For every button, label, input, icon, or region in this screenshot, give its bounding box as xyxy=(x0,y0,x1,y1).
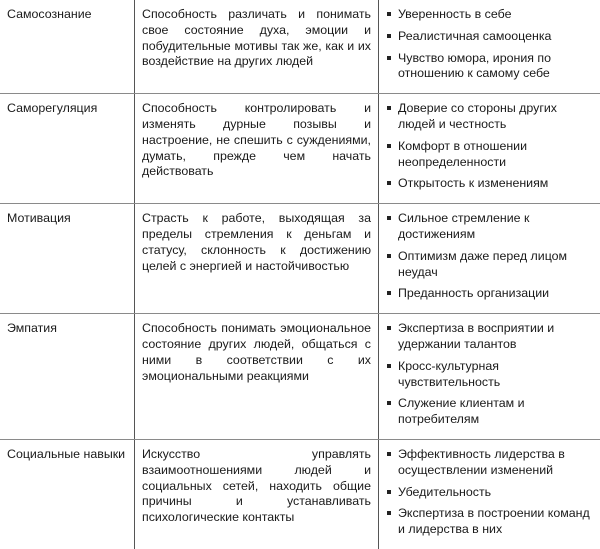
component-description: Способность контролировать и изменять ду… xyxy=(135,94,379,204)
component-name: Саморегуляция xyxy=(0,94,135,204)
trait-item: Экспертиза в построении команд и лидерст… xyxy=(386,506,596,538)
trait-item: Уверенность в себе xyxy=(386,7,596,23)
trait-item: Открытость к изменениям xyxy=(386,176,596,192)
traits-list: Сильное стремление к достижениям Оптимиз… xyxy=(386,211,596,302)
table-row: Мотивация Страсть к работе, выходящая за… xyxy=(0,204,600,314)
component-traits: Уверенность в себе Реалистичная самооцен… xyxy=(379,0,600,94)
component-name: Эмпатия xyxy=(0,314,135,440)
table-row: Социальные навыки Искусство управлять вз… xyxy=(0,439,600,548)
component-traits: Экспертиза в восприятии и удержании тала… xyxy=(379,314,600,440)
traits-list: Доверие со стороны других людей и честно… xyxy=(386,101,596,192)
trait-item: Комфорт в отношении неопределенности xyxy=(386,139,596,171)
trait-item: Преданность организации xyxy=(386,286,596,302)
component-name: Самосознание xyxy=(0,0,135,94)
component-name: Мотивация xyxy=(0,204,135,314)
component-traits: Доверие со стороны других людей и честно… xyxy=(379,94,600,204)
page: Самосознание Способность различать и пон… xyxy=(0,0,600,403)
table-row: Самосознание Способность различать и пон… xyxy=(0,0,600,94)
traits-list: Уверенность в себе Реалистичная самооцен… xyxy=(386,7,596,82)
traits-list: Эффективность лидерства в осуществлении … xyxy=(386,447,596,538)
traits-list: Экспертиза в восприятии и удержании тала… xyxy=(386,321,596,428)
trait-item: Экспертиза в восприятии и удержании тала… xyxy=(386,321,596,353)
trait-item: Служение клиентам и потребителям xyxy=(386,396,596,428)
component-name: Социальные навыки xyxy=(0,439,135,548)
component-traits: Эффективность лидерства в осуществлении … xyxy=(379,439,600,548)
trait-item: Реалистичная самооценка xyxy=(386,29,596,45)
trait-item: Оптимизм даже перед лицом неудач xyxy=(386,249,596,281)
component-traits: Сильное стремление к достижениям Оптимиз… xyxy=(379,204,600,314)
trait-item: Убедительность xyxy=(386,485,596,501)
table-row: Саморегуляция Способность контролировать… xyxy=(0,94,600,204)
table-row: Эмпатия Способность понимать эмоциональн… xyxy=(0,314,600,440)
component-description: Искусство управлять взаимоотношениями лю… xyxy=(135,439,379,548)
trait-item: Эффективность лидерства в осуществлении … xyxy=(386,447,596,479)
trait-item: Кросс-культурная чувствительность xyxy=(386,359,596,391)
trait-item: Доверие со стороны других людей и честно… xyxy=(386,101,596,133)
component-description: Страсть к работе, выходящая за пределы с… xyxy=(135,204,379,314)
trait-item: Чувство юмора, ирония по отношению к сам… xyxy=(386,51,596,83)
component-description: Способность понимать эмоциональное состо… xyxy=(135,314,379,440)
component-description: Способность различать и понимать свое со… xyxy=(135,0,379,94)
trait-item: Сильное стремление к достижениям xyxy=(386,211,596,243)
